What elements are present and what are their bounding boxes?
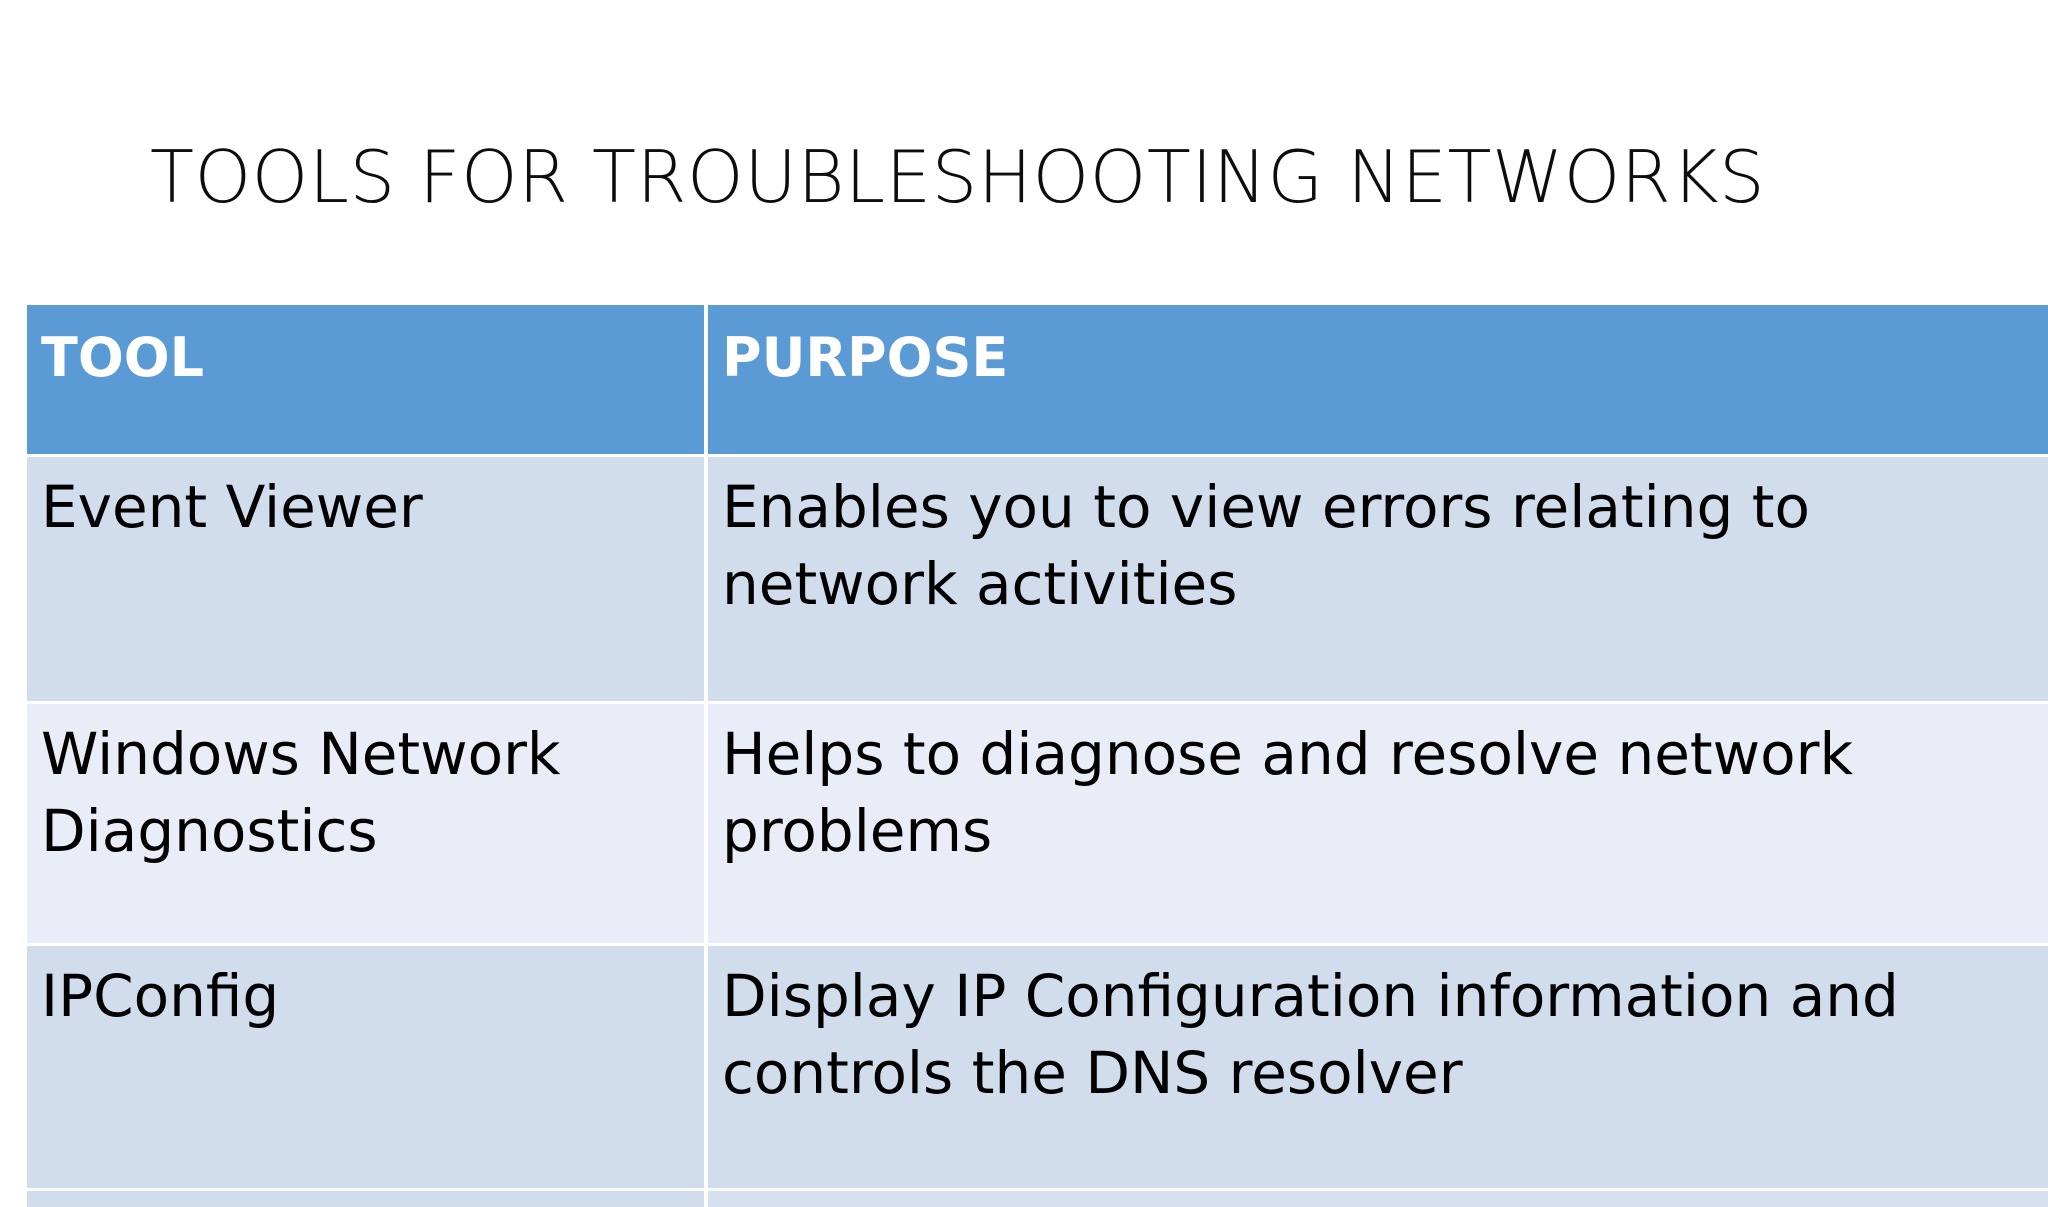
column-header-tool: TOOL bbox=[27, 305, 708, 457]
table-row: IPConfig Display IP Configuration inform… bbox=[27, 946, 2048, 1191]
table-row: Windows Network Diagnostics Helps to dia… bbox=[27, 704, 2048, 946]
table-row-spacer bbox=[27, 1191, 2048, 1207]
tool-name: Windows Network Diagnostics bbox=[41, 720, 561, 866]
tool-name: IPConfig bbox=[41, 962, 280, 1030]
page-title: TOOLS FOR TROUBLESHOOTING NETWORKS bbox=[150, 135, 1766, 220]
tools-table: TOOL PURPOSE Event Viewer Enables you to… bbox=[27, 305, 2048, 1207]
table-body: Event Viewer Enables you to view errors … bbox=[27, 457, 2048, 1207]
cell-purpose-spacer bbox=[708, 1191, 2048, 1207]
slide: TOOLS FOR TROUBLESHOOTING NETWORKS TOOL … bbox=[27, 135, 2048, 1207]
tool-name: Event Viewer bbox=[41, 473, 423, 541]
tool-purpose: Display IP Configuration information and… bbox=[722, 962, 1899, 1108]
table-header-row: TOOL PURPOSE bbox=[27, 305, 2048, 457]
tool-purpose: Enables you to view errors relating to n… bbox=[722, 473, 1810, 619]
table-row: Event Viewer Enables you to view errors … bbox=[27, 457, 2048, 704]
cell-tool: IPConfig bbox=[27, 946, 708, 1191]
cell-purpose: Enables you to view errors relating to n… bbox=[708, 457, 2048, 704]
cell-purpose: Display IP Configuration information and… bbox=[708, 946, 2048, 1191]
cell-tool: Windows Network Diagnostics bbox=[27, 704, 708, 946]
column-header-purpose: PURPOSE bbox=[708, 305, 2048, 457]
tool-purpose: Helps to diagnose and resolve network pr… bbox=[722, 720, 1854, 866]
cell-purpose: Helps to diagnose and resolve network pr… bbox=[708, 704, 2048, 946]
table-header: TOOL PURPOSE bbox=[27, 305, 2048, 457]
cell-tool-spacer bbox=[27, 1191, 708, 1207]
cell-tool: Event Viewer bbox=[27, 457, 708, 704]
